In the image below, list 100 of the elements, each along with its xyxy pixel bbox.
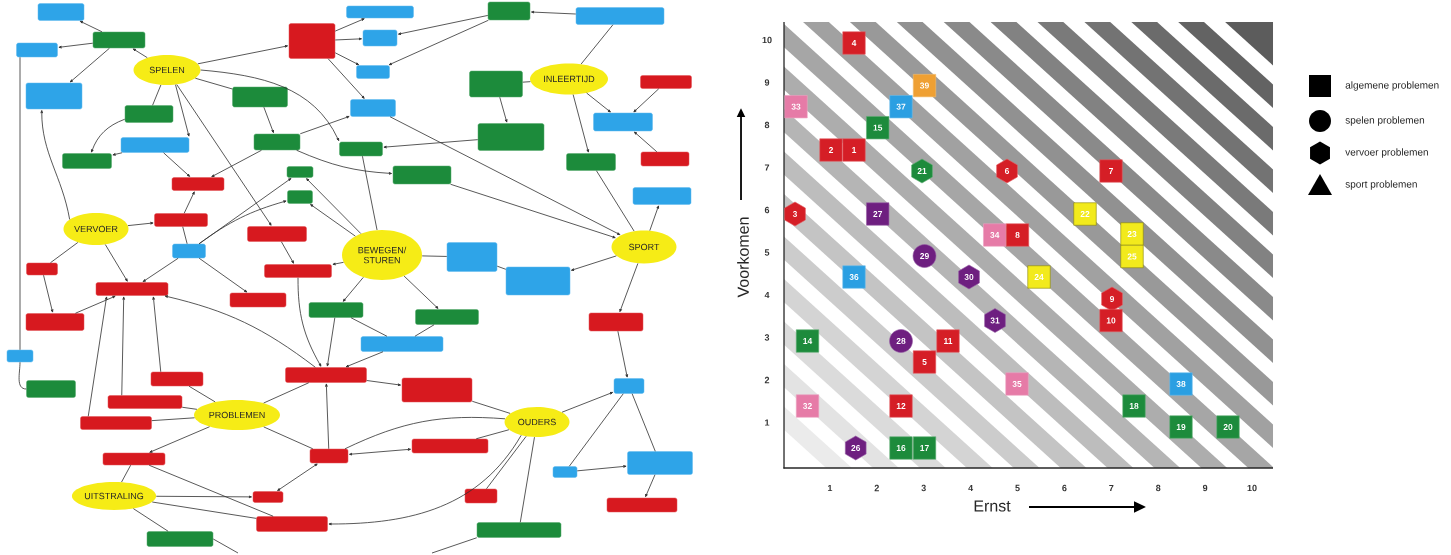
arrow <box>175 84 190 137</box>
rounded-box <box>575 7 665 25</box>
tick-label: 6 <box>764 206 770 214</box>
rounded-box <box>26 262 58 276</box>
tick-label: 4 <box>968 484 974 492</box>
arrow <box>306 178 362 234</box>
rounded-box <box>362 29 398 47</box>
rounded-box <box>627 451 693 475</box>
arrow <box>332 261 344 266</box>
arrow <box>127 221 154 226</box>
rounded-box <box>308 302 364 318</box>
connector-line <box>133 508 169 532</box>
tick-label: 1 <box>765 419 770 426</box>
rounded-box <box>350 99 396 117</box>
connector-line <box>350 317 388 337</box>
connector-line <box>18 361 27 390</box>
arrow <box>649 205 659 231</box>
connector-line <box>471 400 511 414</box>
arrow <box>645 474 656 498</box>
arrow <box>197 45 288 65</box>
connector-line <box>194 77 233 90</box>
arrow <box>112 152 123 156</box>
tick-label: 3 <box>764 334 770 341</box>
rounded-box <box>464 488 498 504</box>
connector-line <box>421 255 448 257</box>
rounded-box <box>411 438 489 454</box>
rounded-box <box>446 242 498 272</box>
connector-line <box>263 382 310 404</box>
rounded-box <box>287 190 313 204</box>
arrow <box>58 42 94 49</box>
arrow <box>334 52 360 66</box>
arrow <box>277 463 318 491</box>
arrow <box>183 191 195 214</box>
connector-line <box>431 537 478 554</box>
arrow <box>176 84 272 226</box>
rounded-box <box>339 141 383 157</box>
tick-label: 7 <box>764 164 770 171</box>
connector-line <box>631 393 656 452</box>
rounded-box <box>92 31 146 49</box>
connector-line <box>344 417 506 450</box>
arrow <box>388 19 489 66</box>
arrow <box>571 255 617 271</box>
rounded-box <box>392 165 452 185</box>
tick-label: 4 <box>764 291 770 299</box>
rounded-box <box>309 448 349 464</box>
arrow <box>619 263 639 313</box>
rounded-box <box>16 42 58 58</box>
connector-line <box>568 393 624 467</box>
connector-line <box>596 170 635 232</box>
arrow <box>87 296 108 417</box>
arrow <box>198 178 292 245</box>
rounded-box <box>95 282 169 296</box>
rounded-box <box>172 243 206 259</box>
arrow <box>43 274 54 313</box>
tick-label: 1 <box>827 484 833 492</box>
rounded-box <box>62 153 112 169</box>
rounded-box <box>640 151 690 167</box>
tick-label: 3 <box>921 484 926 492</box>
connector-line <box>362 155 378 231</box>
arrow <box>75 295 116 314</box>
arrow <box>450 183 616 239</box>
rounded-box <box>256 516 328 532</box>
connector-line <box>151 501 257 519</box>
arrow <box>561 392 614 413</box>
axis-title: Ernst <box>974 500 1011 512</box>
arrow <box>211 149 262 178</box>
rounded-box <box>346 5 414 19</box>
rounded-box <box>154 213 208 227</box>
arrow <box>334 18 365 32</box>
arrow <box>91 118 126 153</box>
tick-label: 7 <box>1109 484 1114 492</box>
arrow <box>326 317 336 367</box>
rounded-box <box>286 166 314 178</box>
arrow <box>281 241 294 264</box>
arrow <box>104 244 128 282</box>
arrow <box>121 296 125 396</box>
rounded-box <box>6 349 34 363</box>
arrow <box>296 149 392 175</box>
connector-line <box>148 464 274 517</box>
rounded-box <box>640 75 692 89</box>
connector-line <box>519 436 535 523</box>
tick-label: 8 <box>764 121 770 129</box>
rounded-box <box>150 371 204 387</box>
tick-label: 6 <box>1062 484 1067 492</box>
rounded-box <box>469 70 523 98</box>
rounded-box <box>588 312 644 332</box>
arrow <box>40 110 71 220</box>
rounded-box <box>552 466 578 478</box>
rounded-box <box>26 380 76 398</box>
arrow <box>398 15 489 35</box>
legend-label: algemene problemen <box>1345 81 1439 91</box>
arrow <box>576 465 627 472</box>
arrow <box>79 20 103 33</box>
rounded-box <box>593 112 653 132</box>
rounded-box <box>25 82 83 110</box>
connector-line <box>263 426 314 450</box>
arrow <box>327 58 365 99</box>
connector-line <box>121 464 132 483</box>
tick-label: 2 <box>764 376 770 384</box>
rounded-box <box>107 395 183 409</box>
